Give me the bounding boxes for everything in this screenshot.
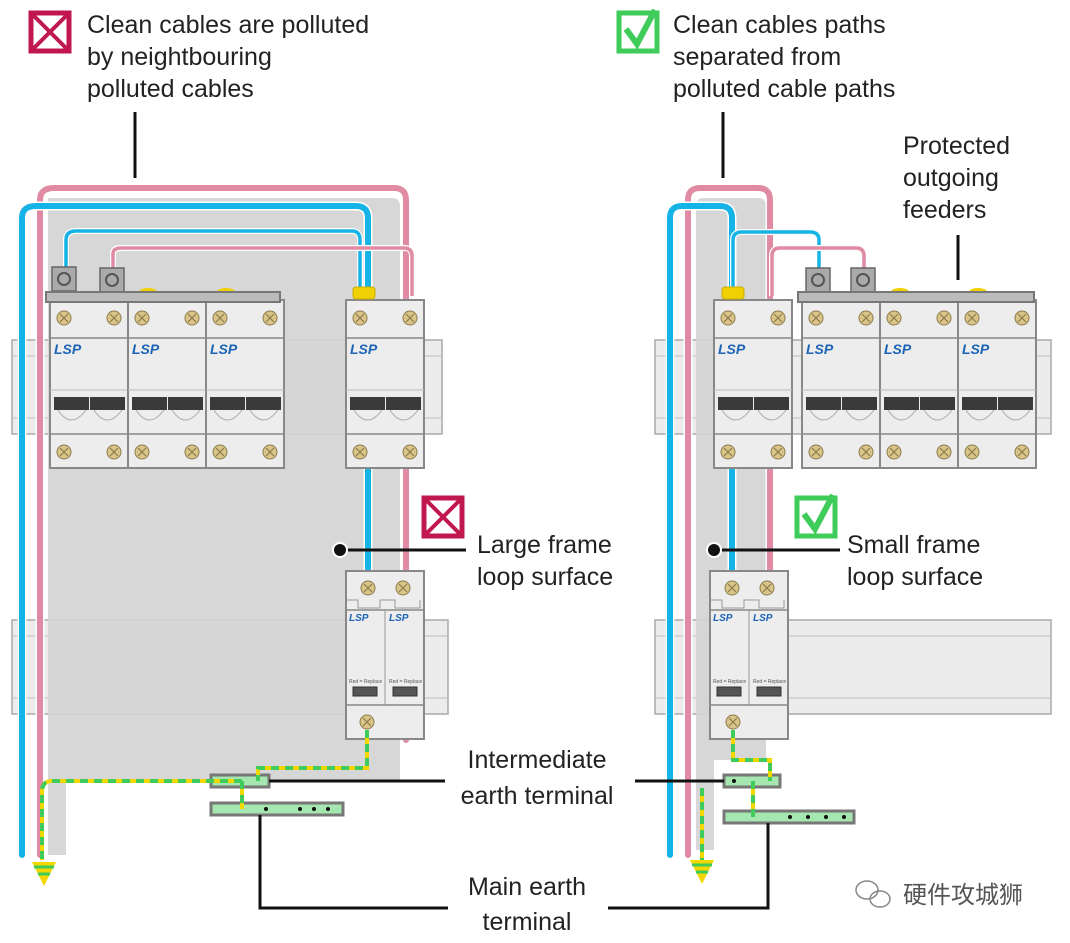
clean-feeder-cable xyxy=(64,229,362,296)
spd-indicator-window xyxy=(756,686,782,697)
polluted-cable-outer xyxy=(37,185,409,858)
label-large-loop-1: Large frame xyxy=(477,531,612,559)
label-left-top-1: Clean cables are polluted xyxy=(87,11,369,39)
brand-logo: LSP xyxy=(753,613,773,624)
watermark: 硬件攻城狮 xyxy=(903,881,1023,909)
check-box-icon xyxy=(616,8,660,54)
spd-indicator-window xyxy=(392,686,418,697)
brand-logo: LSP xyxy=(54,341,82,357)
brand-logo: LSP xyxy=(718,341,746,357)
leader-dot xyxy=(332,542,348,558)
mcb-3 xyxy=(206,300,284,468)
earth-wire-right xyxy=(700,730,772,860)
feeder-terminal xyxy=(51,266,77,292)
spd-indicator-label: Red = Replace xyxy=(389,679,422,685)
spd-indicator-window xyxy=(716,686,742,697)
feeder-terminal xyxy=(99,267,125,293)
check-box-icon xyxy=(794,493,838,539)
polluted-cable-outer xyxy=(685,185,773,858)
mcb-1 xyxy=(50,300,128,468)
label-left-top-3: polluted cables xyxy=(87,75,254,103)
clean-cable-outer xyxy=(667,203,735,858)
leader-dot xyxy=(706,542,722,558)
label-right-top-2: separated from xyxy=(673,43,841,71)
feeder-terminal xyxy=(805,267,831,293)
label-main-earth-1: Main earth xyxy=(468,873,586,901)
busbar xyxy=(797,291,1035,303)
mcb-main-left xyxy=(346,300,424,468)
spd-indicator-label: Red = Replace xyxy=(349,679,382,685)
leader-lines xyxy=(133,112,960,910)
mcb-6 xyxy=(958,300,1036,468)
label-left-top-2: by neightbouring xyxy=(87,43,272,71)
main-terminal-clip xyxy=(352,286,376,300)
left-panel: LSP LSP LSP LSP LSP LSP Red = Replace Re… xyxy=(11,183,449,886)
label-protected-1: Protected xyxy=(903,132,1010,160)
feeder-terminal xyxy=(850,267,876,293)
label-main-earth-2: terminal xyxy=(483,908,572,936)
brand-logo: LSP xyxy=(210,341,238,357)
surge-protection-device-right xyxy=(709,570,789,740)
clean-feeder-cable xyxy=(731,230,821,296)
main-earth-terminal-left xyxy=(209,801,345,817)
earth-ground-icon xyxy=(32,862,56,886)
label-large-loop-2: loop surface xyxy=(477,563,613,591)
label-small-loop-2: loop surface xyxy=(847,563,983,591)
brand-logo: LSP xyxy=(962,341,990,357)
main-terminal-clip xyxy=(721,286,745,300)
spd-indicator-label: Red = Replace xyxy=(753,679,786,685)
mcb-main-right xyxy=(714,300,792,468)
brand-logo: LSP xyxy=(350,341,378,357)
brand-logo: LSP xyxy=(349,613,369,624)
brand-logo: LSP xyxy=(806,341,834,357)
label-small-loop-1: Small frame xyxy=(847,531,980,559)
earth-ground-icon xyxy=(690,860,714,884)
spd-indicator-label: Red = Replace xyxy=(713,679,746,685)
label-protected-3: feeders xyxy=(903,196,986,224)
brand-logo: LSP xyxy=(132,341,160,357)
brand-logo: LSP xyxy=(884,341,912,357)
mcb-4 xyxy=(802,300,880,468)
label-right-top-1: Clean cables paths xyxy=(673,11,886,39)
cross-box-icon xyxy=(421,495,465,539)
label-intermediate-2: earth terminal xyxy=(461,782,614,810)
busbar xyxy=(45,291,281,303)
label-intermediate-1: Intermediate xyxy=(468,746,607,774)
polluted-feeder-cable xyxy=(770,246,866,296)
surge-protection-device-left xyxy=(345,570,425,740)
label-protected-2: outgoing xyxy=(903,164,999,192)
brand-logo: LSP xyxy=(389,613,409,624)
label-right-top-3: polluted cable paths xyxy=(673,75,895,103)
spd-indicator-window xyxy=(352,686,378,697)
cross-box-icon xyxy=(28,10,72,54)
wechat-icon xyxy=(855,880,891,908)
mcb-5 xyxy=(880,300,958,468)
earth-wire-left xyxy=(40,730,369,860)
brand-logo: LSP xyxy=(713,613,733,624)
mcb-2 xyxy=(128,300,206,468)
clean-cable-outer xyxy=(19,203,371,858)
polluted-feeder-cable xyxy=(111,246,414,296)
right-panel: LSP LSP LSP LSP LSP LSP Red = Replace Re… xyxy=(654,183,1052,884)
